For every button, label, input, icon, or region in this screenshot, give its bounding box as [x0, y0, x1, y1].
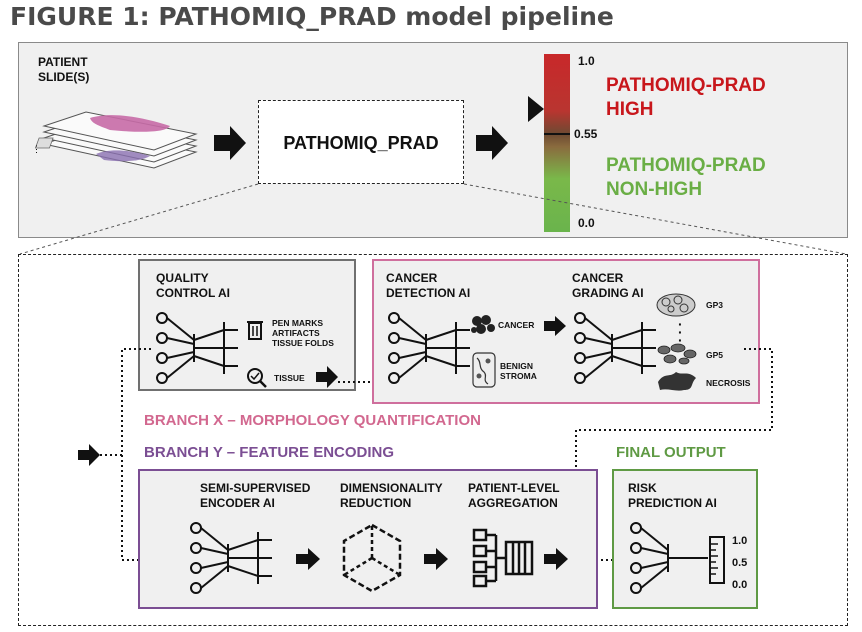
model-box: PATHOMIQ_PRAD: [258, 100, 464, 184]
final-output-box: [612, 469, 758, 609]
patient-slides-label-line2: SLIDE(S): [38, 70, 90, 84]
high-label-line1: PATHOMIQ-PRAD: [606, 75, 766, 96]
scale-min: 0.0: [578, 216, 595, 230]
qc-item-artifacts: ARTIFACTS: [272, 328, 320, 338]
detection-network-icon: [388, 312, 470, 384]
cancer-grading-title-line2: GRADING AI: [572, 286, 644, 300]
encoder-title-line2: ENCODER AI: [200, 496, 275, 510]
nonhigh-label-line1: PATHOMIQ-PRAD: [606, 155, 766, 176]
risk-scale-mid: 0.5: [732, 557, 748, 569]
arrow-to-risk-icon: [544, 548, 568, 570]
zoom-connector-lines: [19, 183, 847, 255]
gp3-label: GP3: [706, 300, 724, 310]
cancer-label: CANCER: [498, 320, 535, 330]
entry-arrow-icon: [78, 444, 100, 466]
qc-removed-items: PEN MARKS ARTIFACTS TISSUE FOLDS: [272, 318, 334, 348]
arrow-tissue-icon: [316, 366, 338, 388]
model-name: PATHOMIQ_PRAD: [283, 133, 439, 153]
branch-y-label: BRANCH Y – FEATURE ENCODING: [144, 444, 395, 461]
risk-scale-max: 1.0: [732, 535, 748, 547]
grading-network-icon: [574, 312, 656, 384]
cancer-grading-title: CANCER GRADING AI: [572, 271, 644, 301]
cancer-grading-title-line1: CANCER: [572, 271, 624, 285]
benign-label-line1: BENIGN: [500, 361, 534, 371]
risk-title-line2: PREDICTION AI: [628, 496, 717, 510]
necrosis-tissue-icon: [658, 372, 696, 391]
cancer-detection-title: CANCER DETECTION AI: [386, 271, 470, 301]
dimred-title: DIMENSIONALITY REDUCTION: [340, 481, 443, 511]
patient-slides-label: PATIENT SLIDE(S): [38, 55, 89, 85]
scale-threshold: 0.55: [574, 127, 598, 141]
encoder-network-icon: [190, 522, 272, 594]
qc-title: QUALITY CONTROL AI: [156, 271, 230, 301]
cancer-detection-title-line2: DETECTION AI: [386, 286, 471, 300]
cancer-cells-icon: [471, 315, 495, 334]
arrow-to-aggregation-icon: [424, 548, 448, 570]
qc-item-tissue-folds: TISSUE FOLDS: [272, 338, 334, 348]
svg-text:⋮: ⋮: [32, 144, 41, 154]
branch-x-label: BRANCH X – MORPHOLOGY QUANTIFICATION: [144, 412, 481, 429]
benign-label-line2: STROMA: [500, 371, 537, 381]
threshold-line: [544, 133, 570, 135]
arrow-to-dimred-icon: [296, 548, 320, 570]
figure-title: FIGURE 1: PATHOMIQ_PRAD model pipeline: [10, 2, 614, 31]
encoder-title: SEMI-SUPERVISED ENCODER AI: [200, 481, 310, 511]
qc-title-line1: QUALITY: [156, 271, 209, 285]
aggregation-title: PATIENT-LEVEL AGGREGATION: [468, 481, 560, 511]
aggregation-title-line1: PATIENT-LEVEL: [468, 481, 560, 495]
qc-title-line2: CONTROL AI: [156, 286, 230, 300]
gp5-label: GP5: [706, 350, 724, 360]
gp3-tissue-icon: [656, 293, 696, 317]
scale-max: 1.0: [578, 54, 595, 68]
patient-slides-label-line1: PATIENT: [38, 55, 88, 69]
magnifier-check-icon: [247, 368, 267, 388]
aggregation-icon: [472, 528, 534, 588]
detail-panel: [18, 254, 848, 626]
encoder-title-line1: SEMI-SUPERVISED: [200, 481, 311, 495]
necrosis-label: NECROSIS: [706, 378, 751, 388]
nonhigh-label-line2: NON-HIGH: [606, 179, 703, 200]
arrow-to-model-icon: [214, 126, 246, 160]
nonhigh-label: PATHOMIQ-PRAD NON-HIGH: [606, 154, 766, 202]
qc-network-icon: [156, 312, 238, 384]
arrow-to-grading-icon: [544, 316, 566, 336]
dimred-title-line2: REDUCTION: [340, 496, 412, 510]
benign-label: BENIGN STROMA: [500, 361, 537, 381]
final-output-label: FINAL OUTPUT: [616, 444, 726, 461]
score-pointer-icon: [528, 96, 544, 122]
aggregation-title-line2: AGGREGATION: [468, 496, 558, 510]
grade-ellipsis: ···: [678, 316, 683, 348]
dimred-title-line1: DIMENSIONALITY: [340, 481, 443, 495]
arrow-to-score-icon: [476, 126, 508, 160]
slide-stack-illustration: ⋮: [32, 111, 198, 169]
qc-tissue-label: TISSUE: [274, 373, 305, 383]
qc-item-pen-marks: PEN MARKS: [272, 318, 324, 328]
cancer-ai-box: [372, 259, 760, 404]
trash-icon: [247, 321, 263, 340]
hexagon-cube-icon: [342, 523, 402, 593]
risk-scale-min: 0.0: [732, 579, 748, 591]
risk-scale: 1.0 0.5 0.0: [732, 530, 747, 596]
high-label: PATHOMIQ-PRAD HIGH: [606, 74, 766, 122]
benign-stroma-icon: [472, 352, 496, 388]
risk-network-icon: [630, 522, 708, 594]
gp5-tissue-icon: [657, 343, 697, 365]
risk-ruler-icon: [709, 536, 725, 584]
risk-title-line1: RISK: [628, 481, 657, 495]
high-label-line2: HIGH: [606, 99, 654, 120]
risk-title: RISK PREDICTION AI: [628, 481, 717, 511]
cancer-detection-title-line1: CANCER: [386, 271, 438, 285]
